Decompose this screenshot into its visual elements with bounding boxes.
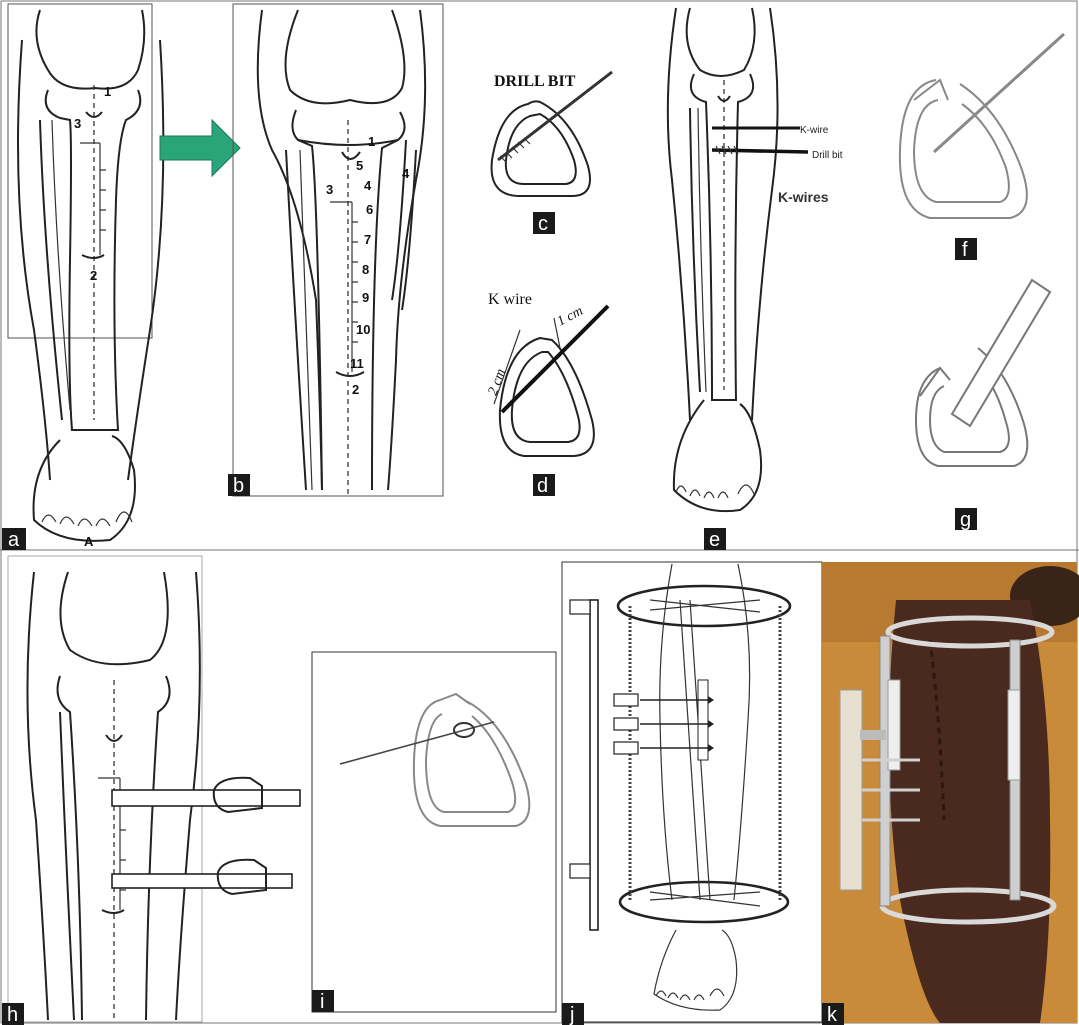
panel-c-drill-diagram xyxy=(492,72,612,196)
panel-b-label-9: 9 xyxy=(362,290,369,305)
panel-e-leg-drawing xyxy=(668,8,808,511)
panel-d-dim-1cm: 1 cm xyxy=(555,304,586,330)
svg-text:d: d xyxy=(537,475,548,497)
svg-text:h: h xyxy=(7,1004,18,1025)
panel-letter-f: f xyxy=(955,238,977,261)
svg-text:f: f xyxy=(962,239,968,261)
panel-letter-k: k xyxy=(822,1003,844,1025)
panel-b-label-1: 1 xyxy=(368,134,375,149)
svg-text:j: j xyxy=(569,1004,574,1025)
panel-b-label-4: 4 xyxy=(364,178,372,193)
svg-text:e: e xyxy=(709,529,720,551)
panel-b-label-11: 11 xyxy=(350,356,364,371)
panel-b-label-2: 2 xyxy=(352,382,359,397)
panel-b-knee-drawing xyxy=(233,4,443,496)
panel-letter-d: d xyxy=(533,474,555,497)
green-arrow-icon xyxy=(160,120,240,176)
panel-b-label-7: 7 xyxy=(364,232,371,247)
panel-letter-j: j xyxy=(562,1003,584,1025)
svg-text:a: a xyxy=(8,529,20,551)
panel-k-photo xyxy=(822,562,1079,1023)
panel-d-kwire-diagram xyxy=(494,306,608,456)
svg-text:i: i xyxy=(320,991,324,1013)
panel-b-label-6: 6 xyxy=(366,202,373,217)
svg-text:k: k xyxy=(827,1004,838,1025)
panel-a-label-A: A xyxy=(84,534,94,549)
panel-letter-c: c xyxy=(533,212,555,235)
panel-letter-e: e xyxy=(704,528,726,551)
panel-a-inset-frame xyxy=(8,4,152,338)
panel-f-diagram xyxy=(900,34,1064,218)
svg-text:g: g xyxy=(960,509,971,531)
panel-letter-h: h xyxy=(2,1003,24,1025)
panel-a-label-2: 2 xyxy=(90,268,97,283)
panel-a-label-1: 1 xyxy=(104,84,111,99)
panel-a-leg-drawing xyxy=(8,4,163,541)
panel-letter-a: a xyxy=(2,528,26,551)
svg-text:c: c xyxy=(538,213,548,235)
panel-e-label-kwire: K-wire xyxy=(800,125,829,136)
panel-letter-g: g xyxy=(955,508,977,531)
panel-e-label-kwires: K-wires xyxy=(778,189,829,205)
svg-text:b: b xyxy=(233,475,244,497)
panel-b-label-3: 3 xyxy=(326,182,333,197)
panel-b-label-10: 10 xyxy=(356,322,370,337)
panel-b-label-5: 5 xyxy=(356,158,363,173)
panel-b-label-8: 8 xyxy=(362,262,369,277)
panel-c-title: DRILL BIT xyxy=(494,73,576,90)
panel-b-label-4b: 4 xyxy=(402,166,410,181)
panel-h-leg-drawing xyxy=(8,556,300,1022)
panel-b-frame xyxy=(233,4,443,496)
panel-letter-i: i xyxy=(312,990,334,1013)
panel-g-diagram xyxy=(916,280,1050,466)
panel-d-title: K wire xyxy=(488,291,532,308)
panel-a-label-3: 3 xyxy=(74,116,81,131)
panel-i-diagram xyxy=(312,652,556,1012)
panel-j-frame-drawing xyxy=(562,562,822,1022)
panel-letter-b: b xyxy=(228,474,250,497)
panel-e-label-drillbit: Drill bit xyxy=(812,150,843,161)
